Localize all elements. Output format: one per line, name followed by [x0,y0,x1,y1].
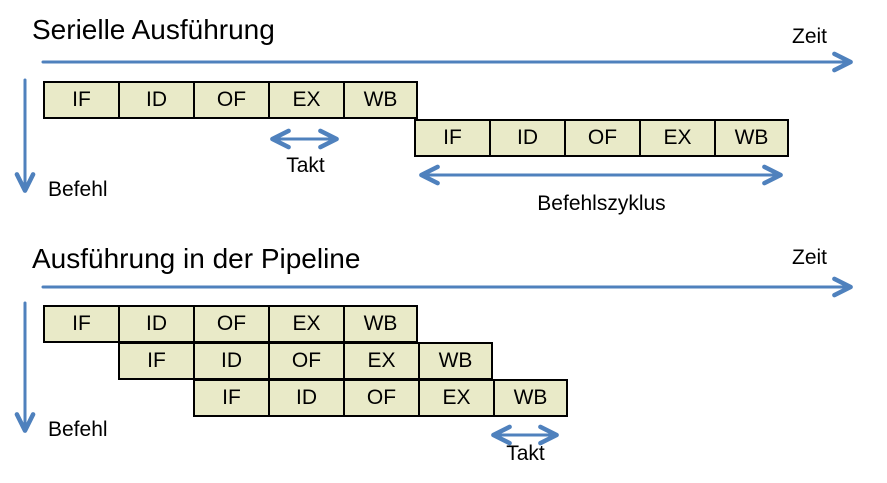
section-title-pipeline: Ausführung in der Pipeline [32,243,361,274]
stage-box-id: ID [489,119,564,157]
zeit-axis-label-pipeline: Zeit [792,246,828,269]
stage-box-if: IF [43,81,118,119]
stage-box-id: ID [268,379,343,417]
stage-box-ex: EX [268,305,343,343]
takt-label-serial: Takt [286,154,325,177]
stage-box-ex: EX [268,81,343,119]
pipeline-row-1: IF ID OF EX WB [43,305,418,343]
zeit-axis-label-serial: Zeit [792,25,828,48]
pipeline-row-2: IF ID OF EX WB [118,342,493,380]
stage-box-id: ID [118,81,193,119]
stage-box-if: IF [118,342,193,380]
stage-box-of: OF [268,342,343,380]
stage-box-of: OF [193,305,268,343]
stage-box-wb: WB [714,119,789,157]
befehlszyklus-label: Befehlszyklus [537,192,666,215]
stage-box-if: IF [414,119,489,157]
stage-box-id: ID [193,342,268,380]
stage-box-if: IF [193,379,268,417]
stage-box-id: ID [118,305,193,343]
stage-box-wb: WB [343,305,418,343]
stage-box-ex: EX [343,342,418,380]
befehl-axis-label-pipeline: Befehl [48,418,108,441]
stage-box-wb: WB [493,379,568,417]
stage-box-if: IF [43,305,118,343]
pipeline-row-serial-1: IF ID OF EX WB [43,81,418,119]
stage-box-of: OF [564,119,639,157]
pipeline-row-serial-2: IF ID OF EX WB [414,119,789,157]
takt-label-pipeline: Takt [506,442,545,465]
stage-box-ex: EX [418,379,493,417]
stage-box-wb: WB [343,81,418,119]
stage-box-of: OF [193,81,268,119]
pipeline-row-3: IF ID OF EX WB [193,379,568,417]
stage-box-of: OF [343,379,418,417]
stage-box-wb: WB [418,342,493,380]
section-title-serial: Serielle Ausführung [32,14,275,45]
befehl-axis-label-serial: Befehl [48,178,108,201]
stage-box-ex: EX [639,119,714,157]
